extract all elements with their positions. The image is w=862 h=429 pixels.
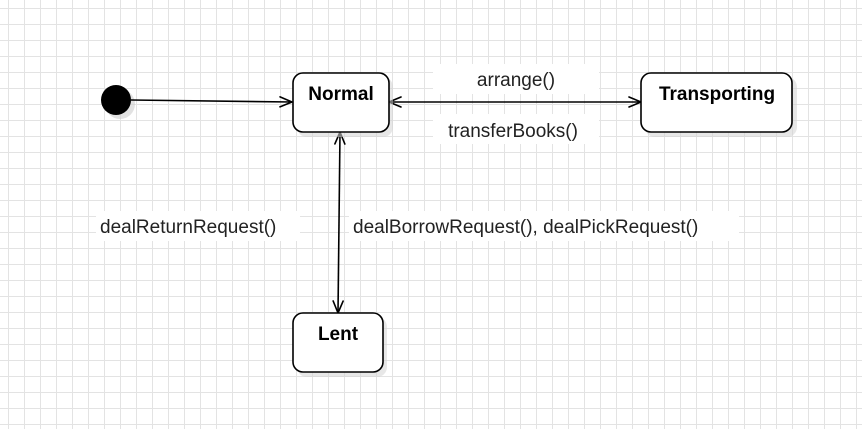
state-lent-box[interactable] xyxy=(292,312,384,373)
arrange-label-bg xyxy=(433,64,599,94)
transition-label-transfer-books: transferBooks() xyxy=(448,121,578,142)
borrow-label-bg xyxy=(349,211,739,241)
state-transporting-box[interactable] xyxy=(640,72,793,133)
state-lent-label: Lent xyxy=(318,324,359,345)
transition-label-arrange: arrange() xyxy=(477,70,555,91)
state-lent[interactable]: Lent xyxy=(292,312,387,377)
normal-lent-arrow[interactable] xyxy=(332,131,346,314)
state-normal-label: Normal xyxy=(308,84,373,105)
state-normal-box[interactable] xyxy=(292,72,390,133)
state-transporting-label: Transporting xyxy=(659,84,775,105)
initial-to-normal-arrow[interactable] xyxy=(130,96,293,108)
state-transporting[interactable]: Transporting xyxy=(640,72,797,137)
initial-state[interactable] xyxy=(101,85,131,115)
state-normal[interactable]: Normal xyxy=(292,72,393,137)
transition-label-deal-return-request: dealReturnRequest() xyxy=(100,217,276,238)
transfer-label-bg xyxy=(433,114,599,144)
transition-label-deal-borrow-pick: dealBorrowRequest(), dealPickRequest() xyxy=(353,217,698,238)
return-label-bg xyxy=(96,211,300,241)
